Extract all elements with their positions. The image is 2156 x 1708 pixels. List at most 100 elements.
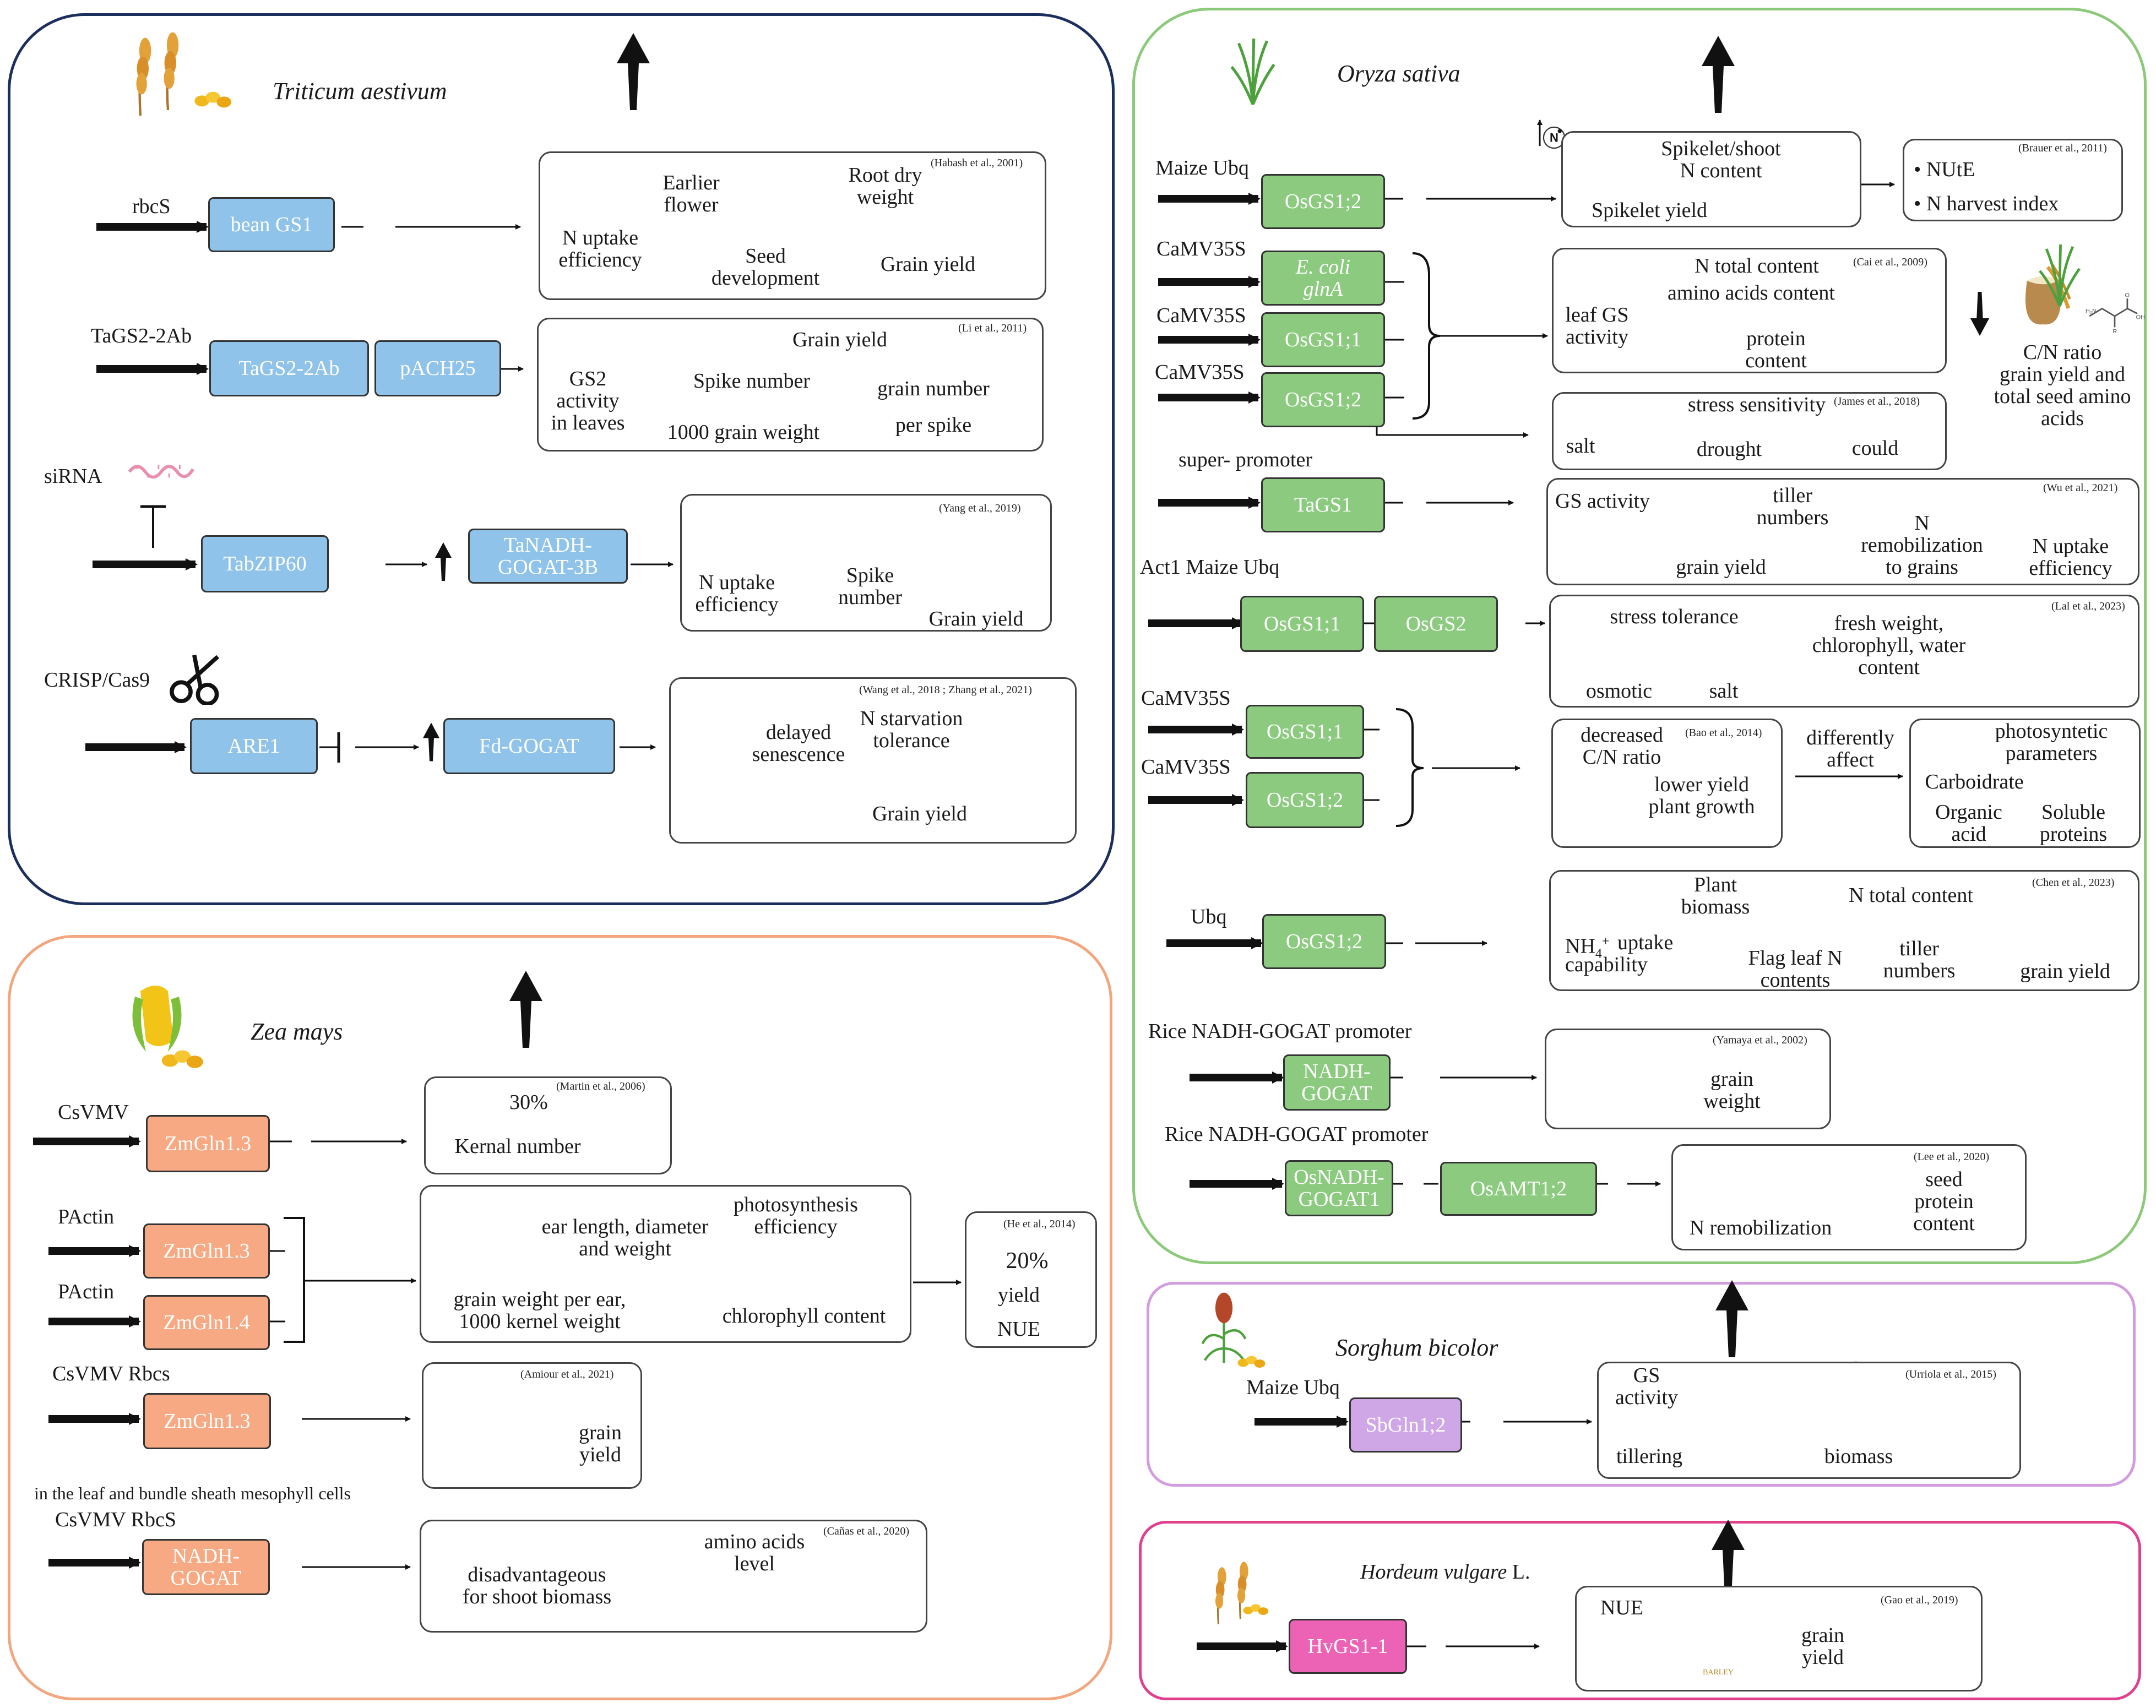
- wheat-r3-gene-2: TaNADH- GOGAT-3B: [468, 529, 628, 584]
- rice-r4-promoter: Act1 Maize Ubq: [1140, 556, 1280, 579]
- wheat-r3-gene-1: TabZIP60: [201, 535, 329, 592]
- wheat-r4-t2: Grain yield: [872, 802, 967, 825]
- wheat-r2-t3: grain number: [877, 377, 990, 400]
- wheat-r3-t1: Spike number: [838, 564, 903, 609]
- rice-r8-gene-1: OsNADH- GOGAT1: [1285, 1160, 1393, 1216]
- rice-r4-outcome-box: [1549, 595, 2139, 708]
- wheat-r3-ref: (Yang et al., 2019): [939, 502, 1021, 514]
- wheat-r2-t2: Grain yield: [792, 328, 887, 351]
- maize-r4-t0: grain yield: [578, 1421, 622, 1466]
- sorghum-ref: (Urriola et al., 2015): [1905, 1368, 1996, 1380]
- rice-r5b-outcome-box: [1909, 719, 2141, 848]
- rice-r1-outcome-box: [1561, 131, 1861, 227]
- wheat-r1-t3: Root dry weight: [848, 164, 922, 209]
- barley-species-suffix: L.: [1507, 1560, 1530, 1584]
- wheat-r1-t2: Seed development: [711, 244, 820, 290]
- maize-species-title: Zea mays: [251, 1018, 343, 1045]
- rice-r5b-t2: Organic acid: [1935, 801, 2002, 846]
- rice-r5-promoter-1: CaMV35S: [1141, 687, 1231, 710]
- rice-r2b-t0: stress sensitivity: [1687, 393, 1826, 416]
- rice-r1-gene: OsGS1;2: [1261, 174, 1385, 229]
- maize-r1-outcome-box: [424, 1076, 672, 1174]
- maize-r2-promoter-1: PActin: [58, 1205, 115, 1228]
- wheat-r4-outcome-box: [669, 677, 1077, 844]
- maize-r2-gene-1: ZmGln1.3: [143, 1223, 270, 1279]
- rice-r3-t3: N uptake efficiency: [2029, 535, 2112, 580]
- maize-panel: [8, 935, 1112, 1700]
- wheat-r2-ref: (Li et al., 2011): [958, 322, 1027, 334]
- rice-r4-t3: salt: [1709, 679, 1739, 703]
- sorghum-t1: tillering: [1616, 1445, 1683, 1468]
- rice-r6-nh4-text: NH: [1565, 934, 1595, 958]
- wheat-r1-gene: bean GS1: [208, 197, 335, 252]
- rice-r6-t4: tiller numbers: [1883, 937, 1956, 982]
- maize-r2-t0: ear length, diameter and weight: [541, 1215, 709, 1260]
- maize-r2-t2: grain weight per ear, 1000 kernel weight: [453, 1288, 626, 1333]
- wheat-r2-gene-2: pACH25: [374, 340, 501, 396]
- rice-r2-gene-3: OsGS1;2: [1261, 372, 1385, 427]
- sorghum-gene: SbGln1;2: [1349, 1397, 1462, 1453]
- rice-r5-gene-2: OsGS1;2: [1246, 772, 1364, 828]
- rice-r4-gene-1: OsGS1;1: [1240, 596, 1364, 652]
- maize-r3-outcome-box: [965, 1211, 1097, 1348]
- rice-r5-t0: decreased C/N ratio: [1581, 724, 1663, 769]
- sorghum-t2: biomass: [1824, 1445, 1893, 1468]
- rice-species-title: Oryza sativa: [1337, 60, 1460, 87]
- rice-r1-bullet-1: • N harvest index: [1914, 193, 2059, 215]
- barley-bag-label: BARLEY: [1703, 1668, 1734, 1677]
- rice-r2b-ref: (James et al., 2018): [1834, 395, 1920, 407]
- maize-r4-outcome-box: [422, 1362, 642, 1489]
- rice-r3-gene: TaGS1: [1261, 477, 1385, 532]
- maize-r5-promoter: CsVMV RbcS: [55, 1508, 176, 1531]
- barley-species-title: Hordeum vulgare L.: [1360, 1561, 1530, 1583]
- barley-t1: grain yield: [1801, 1624, 1845, 1669]
- rice-r1-promoter: Maize Ubq: [1155, 156, 1249, 179]
- rice-r5b-t1: Carboidrate: [1925, 770, 2024, 793]
- barley-species-name: Hordeum vulgare: [1360, 1560, 1507, 1584]
- wheat-r3-promoter: siRNA: [44, 465, 102, 488]
- rice-r5-outcome-box: [1551, 719, 1783, 848]
- rice-r5-ref: (Bao et al., 2014): [1685, 727, 1762, 739]
- rice-r6-nh4-sup: +: [1601, 934, 1610, 949]
- wheat-r1-outcome-box: [539, 151, 1046, 300]
- maize-r3-t0: 20%: [1006, 1248, 1049, 1274]
- rice-r2-promoter-2: CaMV35S: [1156, 304, 1246, 327]
- wheat-r4-promoter: CRISP/Cas9: [44, 668, 150, 692]
- maize-r2-outcome-box: [420, 1185, 911, 1343]
- maize-r5-gene: NADH- GOGAT: [142, 1539, 270, 1595]
- rice-r6-outcome-box: [1549, 870, 2139, 991]
- bullet-dot: •: [1914, 192, 1921, 215]
- wheat-r4-ref: (Wang et al., 2018 ; Zhang et al., 2021): [859, 684, 1032, 696]
- rice-r3-outcome-box: [1546, 478, 2139, 585]
- rice-r8-gene-2: OsAMT1;2: [1440, 1162, 1597, 1216]
- maize-r3-t2: NUE: [997, 1318, 1041, 1341]
- barley-ref: (Gao et al., 2019): [1881, 1594, 1958, 1606]
- maize-r1-gene: ZmGln1.3: [146, 1115, 270, 1172]
- rice-panel: [1132, 8, 2147, 1264]
- sorghum-promoter: Maize Ubq: [1246, 1376, 1340, 1399]
- rice-r6-gene: OsGS1;2: [1262, 914, 1386, 969]
- maize-r2-t1: photosynthesis efficiency: [734, 1193, 858, 1238]
- maize-r2-gene-2: ZmGln1.4: [143, 1295, 270, 1350]
- rice-r2-t3: protein content: [1745, 327, 1807, 372]
- maize-r3-t1: yield: [998, 1283, 1040, 1307]
- rice-r2-promoter-3: CaMV35S: [1155, 361, 1245, 384]
- rice-r1-t0: Spikelet/shoot N content: [1661, 137, 1781, 182]
- rice-r3-t4: grain yield: [1676, 556, 1766, 579]
- maize-r5-ref: (Cañas et al., 2020): [823, 1525, 910, 1537]
- rice-r8-outcome-box: [1671, 1144, 2027, 1250]
- rice-r6-nh4: NH4+: [1565, 931, 1609, 965]
- rice-r1-bullet-box: [1903, 139, 2123, 221]
- barley-t0: NUE: [1600, 1596, 1644, 1619]
- rice-r3-t1: tiller numbers: [1756, 484, 1829, 529]
- maize-r4-promoter: CsVMV Rbcs: [52, 1362, 170, 1385]
- wheat-r2-promoter: TaGS2-2Ab: [91, 324, 192, 347]
- rice-r5b-t3: Soluble proteins: [2039, 801, 2108, 846]
- wheat-r4-t0: delayed senescence: [752, 721, 845, 766]
- maize-r1-ref: (Martin et al., 2006): [556, 1080, 645, 1092]
- wheat-panel: [8, 13, 1115, 905]
- wheat-r4-gene-2: Fd-GOGAT: [443, 718, 615, 774]
- rice-r2-t1: amino acids content: [1668, 281, 1835, 304]
- wheat-r3-t0: N uptake efficiency: [695, 571, 779, 616]
